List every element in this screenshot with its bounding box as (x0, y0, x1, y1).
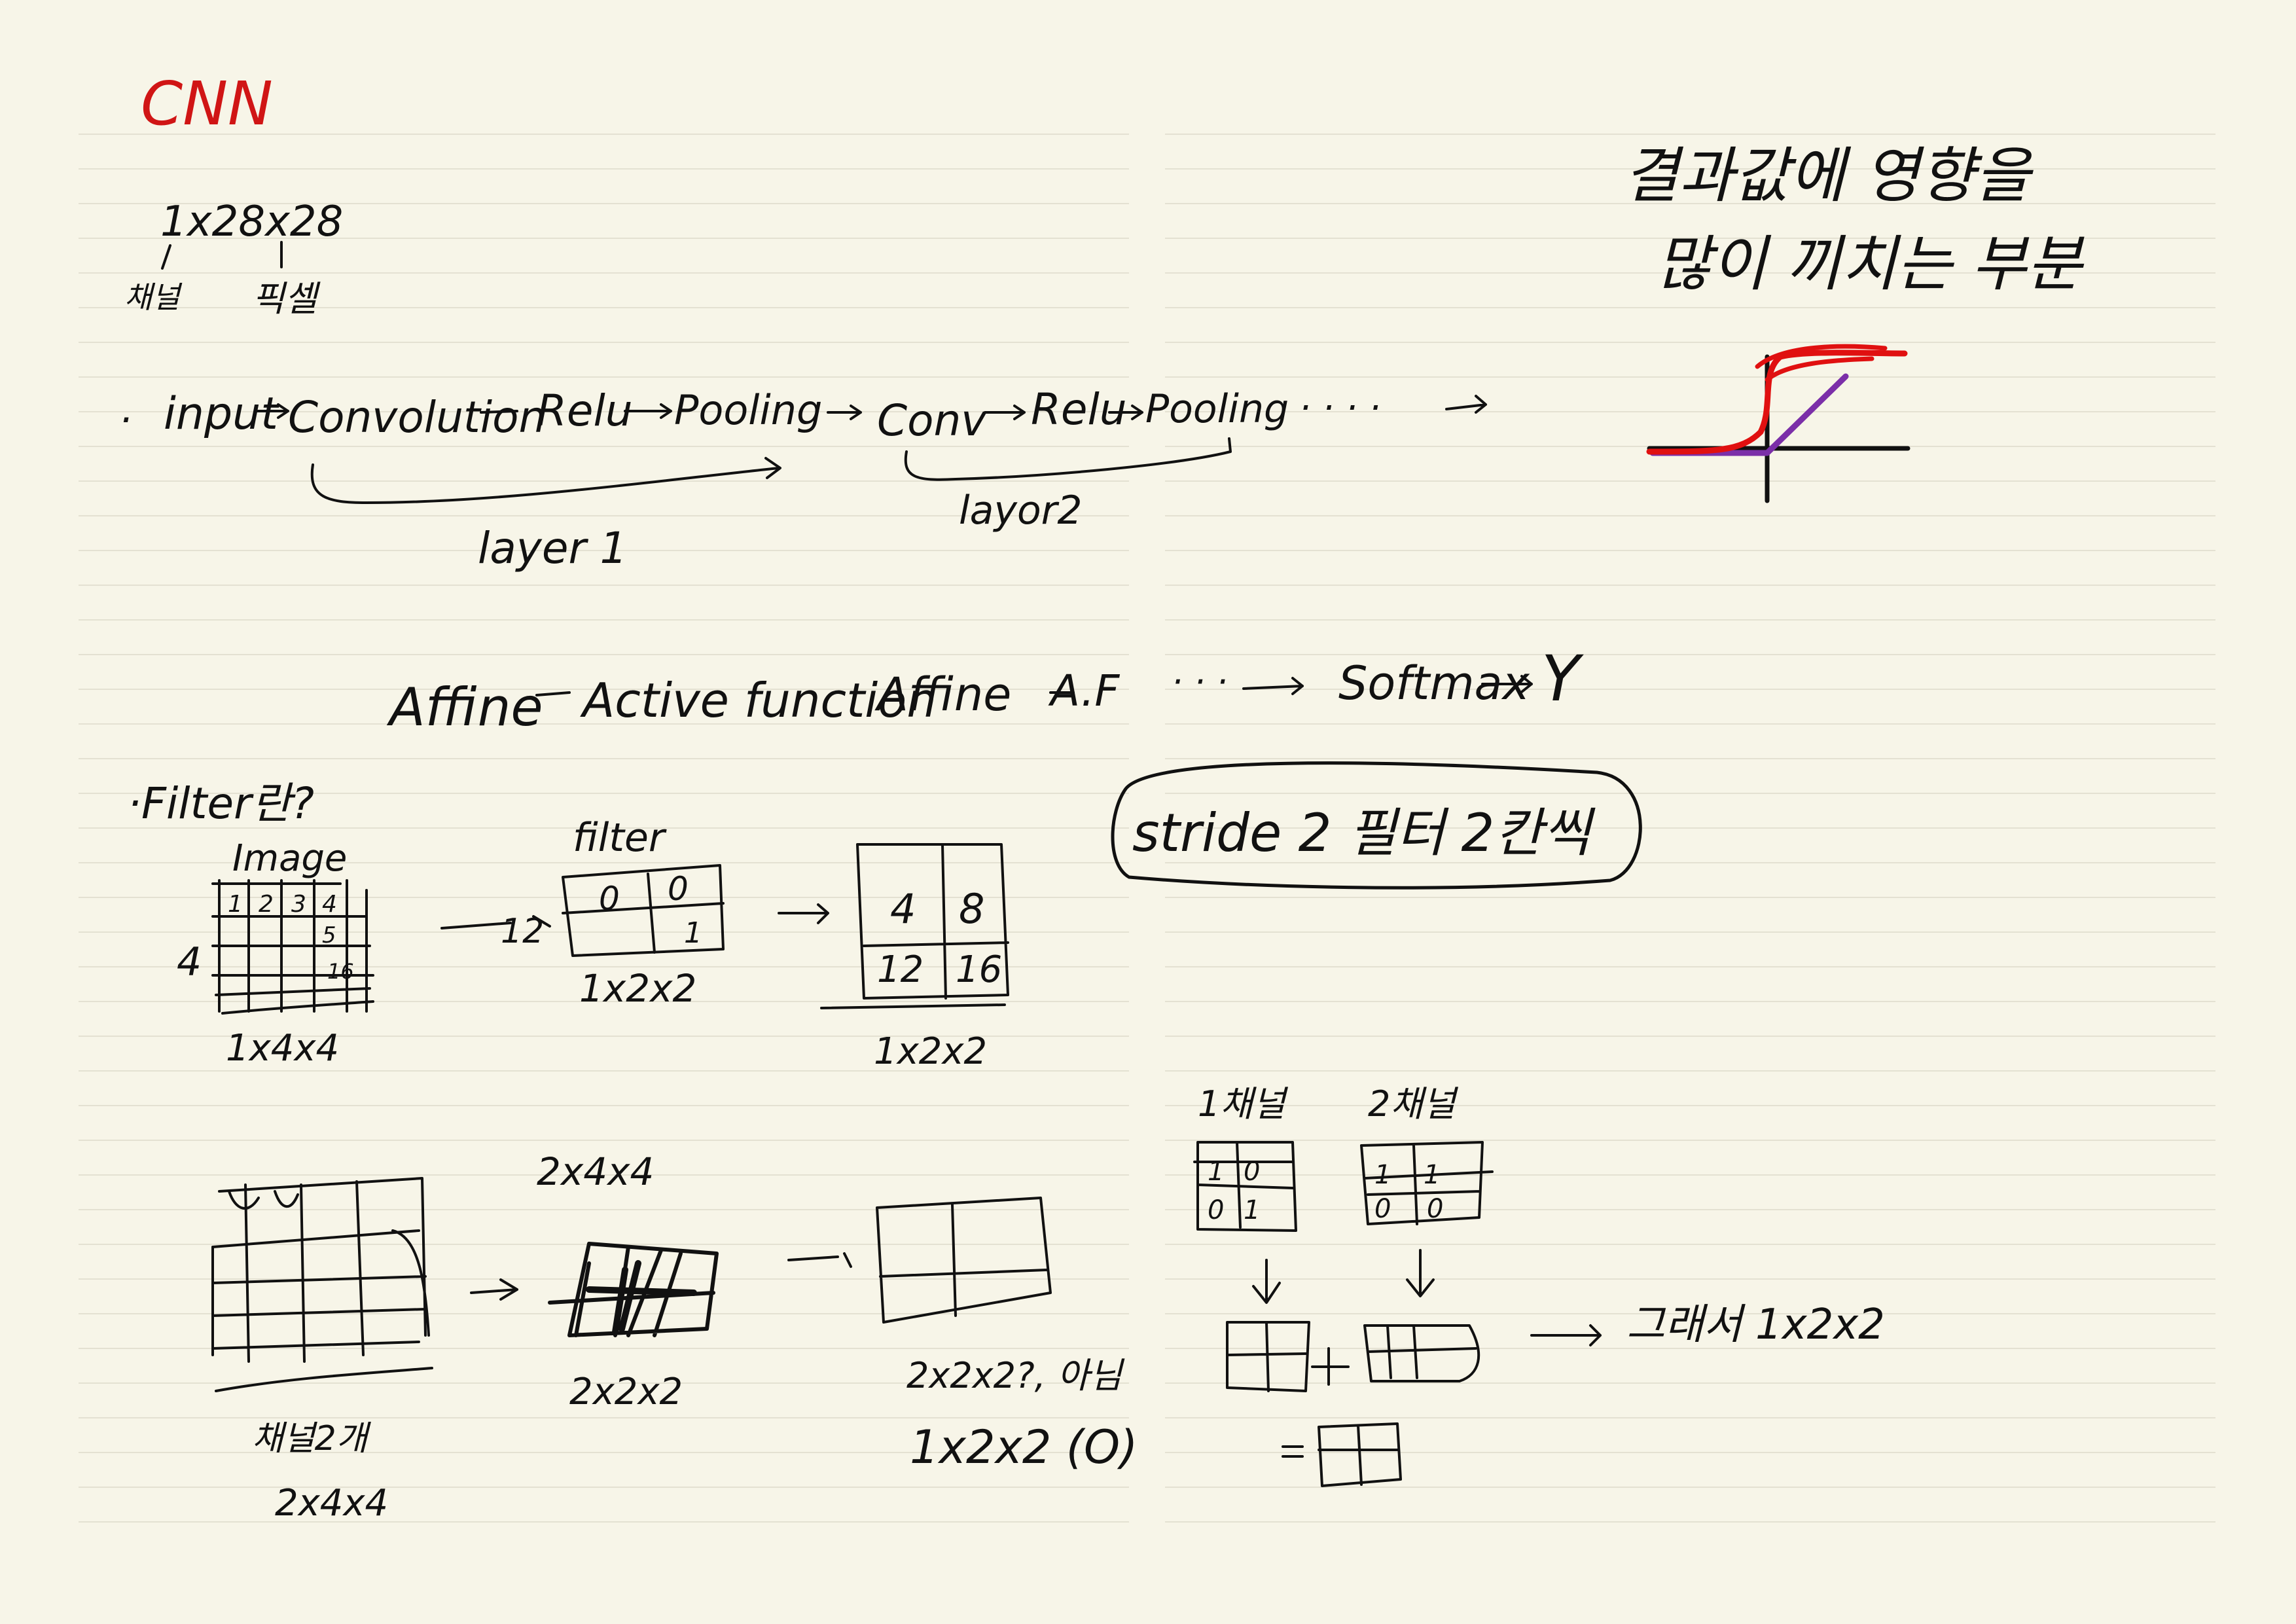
image-cell: 5 (322, 922, 336, 948)
result-arrow (778, 903, 829, 924)
image-side: 4 (177, 939, 202, 985)
image-cell: 2 (259, 891, 274, 918)
input-dims: 2x4x4 (275, 1482, 388, 1525)
pipeline2-token: Active function (580, 673, 937, 728)
pipeline1-token: Pooling (674, 386, 822, 434)
pipeline2-token: Affine (874, 668, 1011, 721)
ch2-cell: 0 (1374, 1194, 1391, 1224)
result-dims: 1x2x2 (874, 1030, 987, 1073)
filter-heading: ·Filter란? (128, 778, 314, 829)
channel-split: 1채널 2채널 1 0 0 1 1 1 0 0 그래서 1x2x2 (1193, 1083, 1885, 1487)
title: CNN (141, 69, 273, 139)
result-grid: 4 8 12 16 1x2x2 (820, 843, 1009, 1073)
note-line-1: 결과값에 영향을 (1623, 141, 2034, 211)
ch1-label: 1채널 (1198, 1083, 1289, 1125)
layer1-brace (310, 457, 781, 504)
channel-arrow-1 (470, 1278, 518, 1301)
image-underline (221, 1000, 374, 1015)
output-grid: 2x2x2?, 아님 1x2x2 (O) (876, 1197, 1138, 1474)
pipeline1-arrows (255, 395, 1487, 420)
ruled-lines (79, 134, 2215, 1523)
pipeline1-token: Pooling (1145, 386, 1289, 432)
result-cell: 12 (877, 948, 924, 991)
ch1-cell: 0 (1208, 1195, 1224, 1225)
image-cell: 4 (322, 891, 337, 918)
output-dims-1: 2x2x2?, 아님 (906, 1355, 1125, 1396)
filter-cell: 0 (599, 880, 620, 918)
pipeline-1: · input Convolution Relu Pooling Conv Re… (119, 384, 1487, 573)
result-underline (820, 1003, 1006, 1009)
shape-dims: 1x28x28 (160, 198, 343, 246)
filter-cell: 0 (668, 870, 689, 908)
pipeline2-arrows (535, 675, 1533, 696)
stride-note: stride 2 필터 2칸씩 (1111, 761, 1642, 890)
pipeline1-token: · · · · (1299, 387, 1381, 429)
pipeline2-token: Y (1541, 642, 1584, 715)
pipeline2-token: Affine (386, 677, 543, 738)
input-stack: 채널2개 2x4x4 (211, 1177, 433, 1525)
ch1-cell: 0 (1244, 1157, 1260, 1187)
image-grid: Image 1 2 3 4 5 16 4 1x4x4 (177, 837, 374, 1070)
pipeline-bullet: · (119, 397, 132, 443)
layer1-label: layer 1 (478, 523, 628, 573)
result-arrow-final (1530, 1324, 1602, 1346)
pipeline1-token: Relu (537, 386, 633, 436)
image-cell: 3 (291, 891, 306, 918)
filter-stack: 2x4x4 2x2x2 (537, 1149, 719, 1413)
filter-cell: 1 (684, 916, 702, 950)
filter-stack-dims-bottom: 2x2x2 (569, 1371, 683, 1413)
pipeline1-token: input (164, 388, 279, 440)
filter-label: filter (573, 815, 667, 861)
ch2-cell: 1 (1424, 1160, 1440, 1190)
result-cell: 16 (956, 948, 1002, 991)
pipeline2-token: · · · (1172, 661, 1228, 702)
activation-sketch (1646, 344, 1910, 503)
input-underline (215, 1367, 433, 1392)
result-cell: 8 (959, 885, 984, 933)
result-cell: 4 (890, 885, 916, 933)
filter-arrow-label: 12 (501, 912, 544, 951)
pixel-label: 픽셀 (252, 278, 321, 319)
filter-stack-dims-top: 2x4x4 (537, 1149, 654, 1194)
ch1-cell: 1 (1244, 1195, 1260, 1225)
layer2-label: layor2 (959, 488, 1083, 533)
pipeline2-token: A.F (1048, 666, 1120, 716)
channel-arrow-2 (787, 1252, 852, 1268)
layer2-brace (904, 437, 1232, 481)
output-dims-2: 1x2x2 (O) (910, 1420, 1138, 1474)
filter-dims: 1x2x2 (579, 966, 696, 1011)
stride-note-text: stride 2 필터 2칸씩 (1132, 803, 1596, 863)
image-dims: 1x4x4 (226, 1027, 339, 1070)
ch2-label: 2채널 (1368, 1083, 1459, 1125)
image-label: Image (232, 837, 347, 880)
ch2-cell: 1 (1374, 1160, 1391, 1190)
ch1-cell: 1 (1208, 1157, 1224, 1187)
channel-label: 채널 (124, 280, 183, 315)
input-label: 채널2개 (252, 1419, 372, 1458)
filter-grid: filter 0 0 1 1x2x2 (562, 815, 725, 1011)
image-cell: 1 (228, 891, 243, 918)
filter-arrow (440, 915, 551, 929)
ch2-cell: 0 (1427, 1194, 1443, 1224)
image-cell: 16 (327, 959, 354, 984)
shape-pointers (161, 241, 283, 270)
pipeline-2: Affine Active function Affine A.F · · · … (386, 642, 1584, 738)
note-line-2: 많이 끼치는 부분 (1656, 229, 2085, 299)
pipeline1-token: Relu (1031, 384, 1127, 435)
channel-result: 그래서 1x2x2 (1626, 1301, 1885, 1349)
pipeline1-token: Convolution (288, 392, 546, 442)
pipeline1-token: Conv (877, 395, 987, 446)
